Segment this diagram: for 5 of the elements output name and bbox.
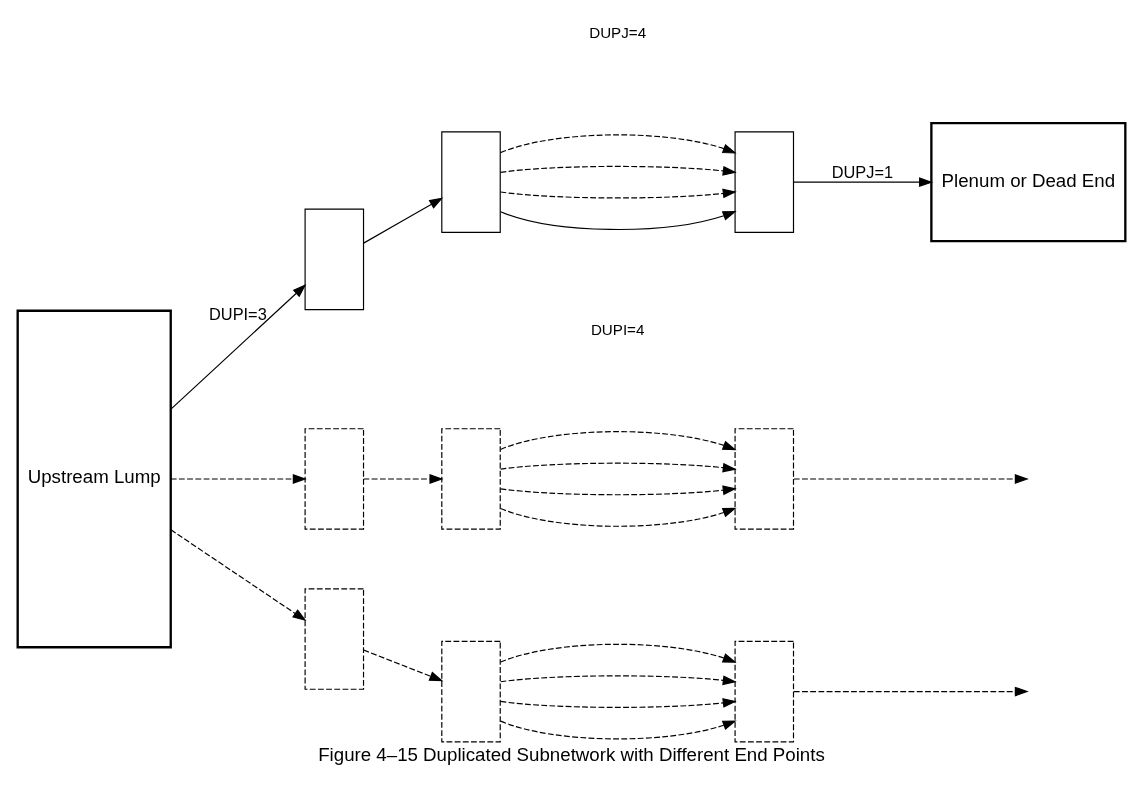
edge-label: DUPJ=1 bbox=[831, 162, 893, 181]
edge-label: DUPI=3 bbox=[208, 305, 267, 324]
label: DUPI=4 bbox=[590, 320, 644, 338]
caption: Figure 4–15 Duplicated Subnetwork with Different End Points bbox=[317, 744, 825, 766]
label: DUPJ=4 bbox=[588, 23, 646, 41]
